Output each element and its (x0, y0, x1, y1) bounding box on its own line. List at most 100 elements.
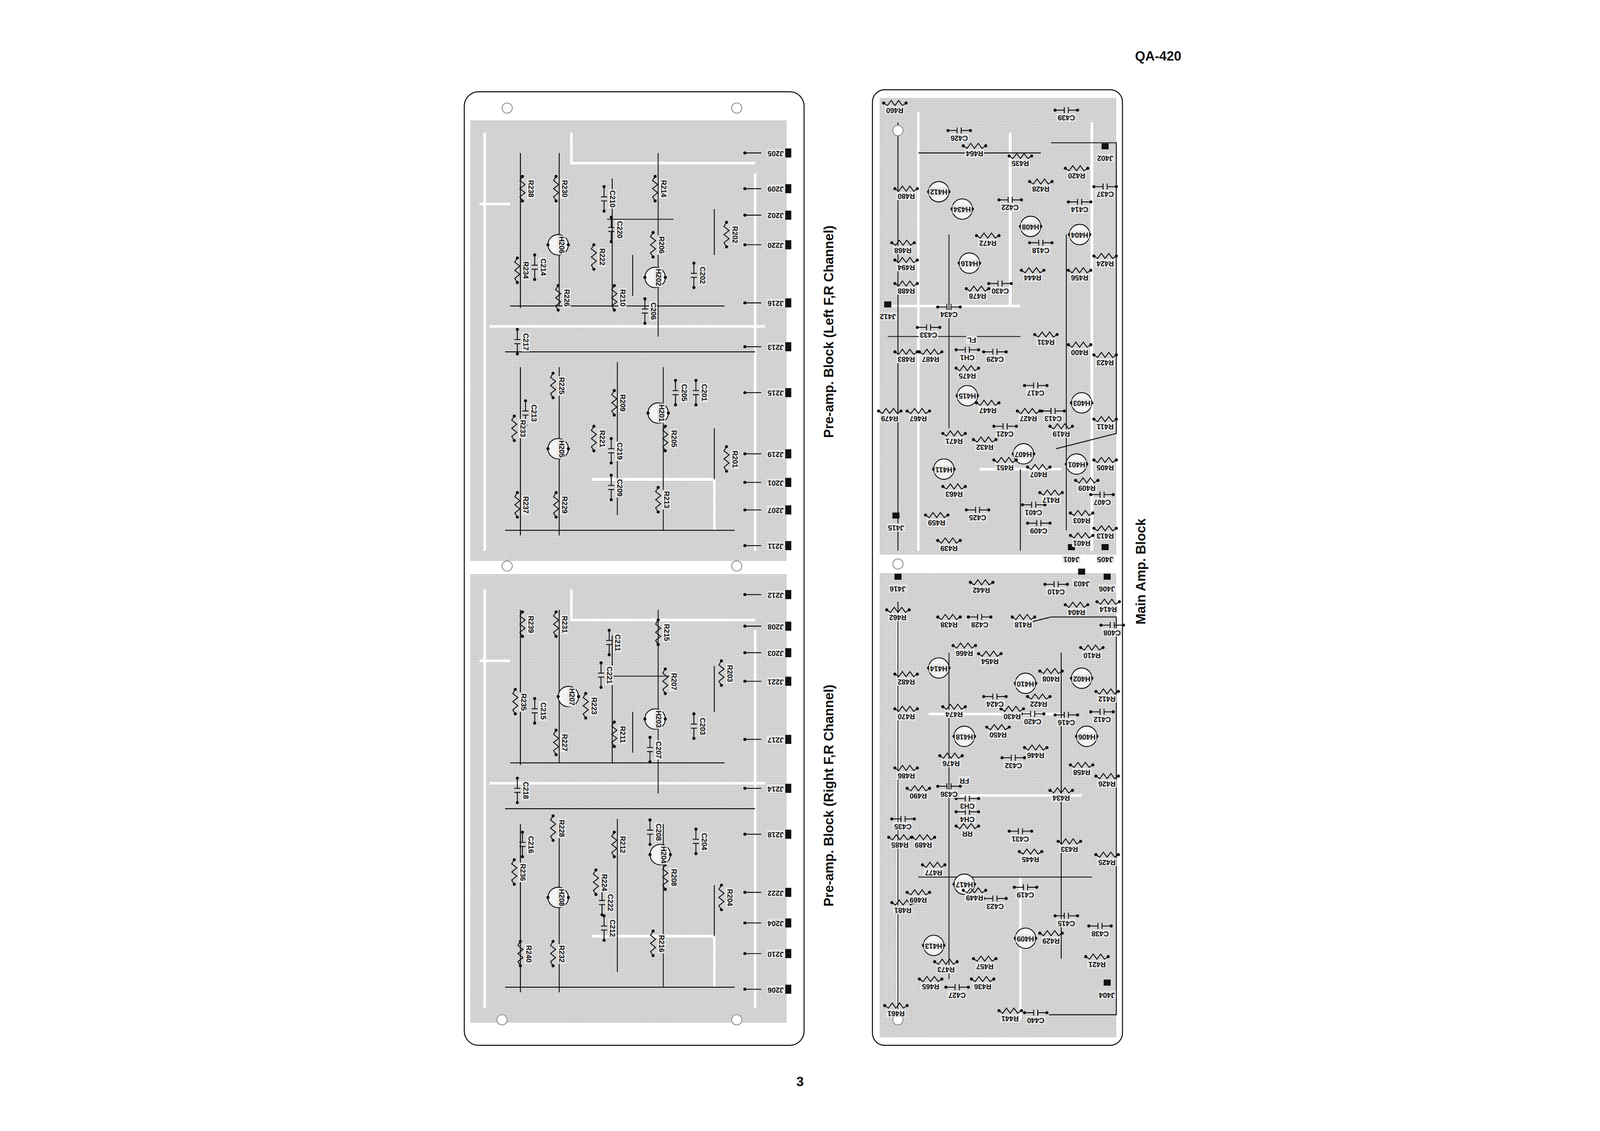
solder-dot (515, 776, 519, 780)
solder-dot (1086, 166, 1090, 170)
connector-lead (744, 545, 762, 546)
solder-dot (893, 350, 897, 354)
part-label: H207 (567, 687, 576, 707)
part-label: R229 (560, 495, 569, 515)
capacitor-symbol (531, 264, 538, 266)
resistor-symbol (971, 976, 995, 982)
part-label: R418 (1013, 620, 1034, 629)
solder-dot (1004, 897, 1008, 901)
solder-dot (1091, 534, 1095, 538)
resistor-symbol (1080, 645, 1104, 651)
part-label: R206 (656, 235, 666, 255)
part-label: R226 (562, 288, 571, 308)
part-label: R414 (1098, 605, 1119, 614)
capacitor-symbol (964, 346, 966, 353)
part-label: CH1 (959, 353, 976, 362)
capacitor-symbol (695, 843, 697, 854)
solder-dot (663, 275, 667, 279)
solder-dot (1021, 707, 1025, 711)
resistor-symbol (1093, 352, 1117, 358)
part-label: R426 (1097, 779, 1117, 788)
capacitor-symbol (642, 308, 649, 310)
solder-dot (512, 882, 516, 886)
connector-pad (894, 574, 901, 580)
solder-dot (997, 1009, 1001, 1013)
capacitor-symbol (646, 829, 653, 831)
part-label: C205 (679, 383, 688, 403)
resistor-symbol (973, 437, 996, 443)
resistor-symbol (550, 816, 556, 841)
solder-dot (1066, 343, 1070, 347)
board-art (502, 102, 513, 114)
part-label: R240 (524, 944, 533, 964)
solder-dot (975, 233, 979, 237)
solder-dot (656, 618, 660, 622)
part-label: R431 (1036, 337, 1056, 346)
solder-dot (1014, 458, 1018, 462)
solder-dot (992, 977, 996, 981)
solder-dot (928, 409, 932, 413)
capacitor-symbol (514, 339, 521, 341)
resistor-symbol (937, 614, 961, 620)
transistor-symbol (1015, 673, 1036, 694)
part-label: R463 (944, 489, 964, 498)
solder-dot (1118, 600, 1122, 604)
solder-dot (612, 413, 616, 417)
part-label: J406 (1098, 584, 1117, 593)
solder-dot (533, 721, 537, 725)
part-label: C213 (529, 403, 538, 424)
component-symbols (511, 100, 1126, 1017)
solder-dot (566, 243, 570, 247)
part-label: R212 (618, 835, 627, 855)
resistor-symbol (1093, 416, 1117, 422)
connector-pad (893, 513, 900, 519)
resistor-symbol (894, 765, 918, 771)
part-label: R441 (1000, 1014, 1020, 1023)
board-art (879, 97, 1117, 555)
connector-pad (1103, 574, 1110, 580)
solder-dot (592, 243, 596, 247)
solder-dot (1019, 1009, 1023, 1013)
solder-dot (940, 350, 944, 354)
part-label: R483 (896, 355, 916, 364)
solder-dot (969, 977, 973, 981)
solder-dot (961, 144, 965, 148)
solder-dot (643, 717, 647, 721)
resistor-symbol (718, 885, 725, 910)
part-label: R428 (1031, 184, 1051, 193)
part-label: R446 (1026, 750, 1046, 760)
solder-dot (743, 151, 747, 155)
solder-dot (743, 301, 747, 305)
connector-lead (744, 625, 762, 627)
transistor-symbol (933, 458, 955, 480)
solder-dot (938, 325, 942, 329)
solder-dot (893, 282, 897, 286)
solder-dot (958, 615, 962, 619)
part-label: R221 (598, 429, 607, 449)
connector-pad (1102, 143, 1109, 149)
capacitor-symbol (1007, 196, 1009, 203)
capacitor-symbol (1053, 581, 1055, 588)
resistor-symbol (511, 416, 517, 441)
part-label: R471 (944, 436, 964, 445)
solder-dot (1092, 417, 1096, 421)
part-label: R474 (944, 710, 964, 719)
capacitor-symbol (975, 507, 976, 514)
part-label: H413 (924, 941, 944, 950)
part-label: C424 (985, 700, 1005, 709)
solder-dot (1038, 669, 1042, 673)
solder-dot (554, 175, 558, 179)
solder-dot (694, 827, 698, 831)
solder-dot (987, 508, 991, 512)
part-label: R475 (957, 371, 978, 380)
resistor-symbol (1021, 267, 1045, 273)
part-label: C428 (969, 620, 990, 629)
transistor-symbol (1013, 443, 1034, 465)
solder-dot (936, 539, 940, 543)
capacitor-symbol (514, 788, 521, 789)
resistor-symbol (953, 643, 976, 649)
resistor-symbol (894, 706, 918, 712)
solder-dot (940, 977, 944, 981)
resistor-symbol (555, 285, 561, 310)
solder-dot (1091, 763, 1095, 767)
